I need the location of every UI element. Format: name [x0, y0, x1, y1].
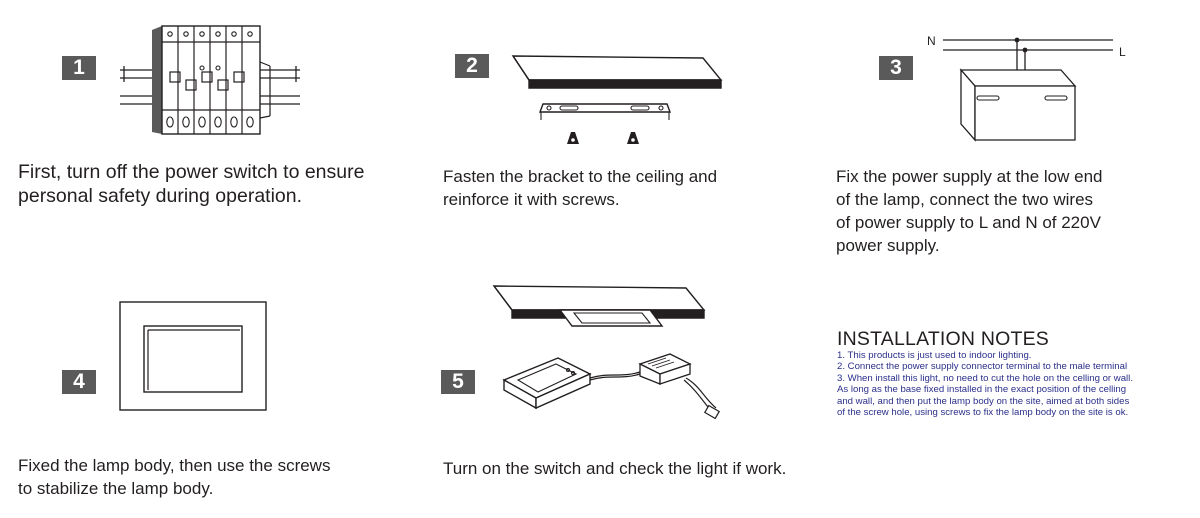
circuit-breaker-icon — [120, 25, 300, 135]
caption-line: Turn on the switch and check the light i… — [443, 459, 787, 478]
caption-line: Fasten the bracket to the ceiling and — [443, 167, 718, 186]
note-line: 1. This products is just used to indoor … — [837, 350, 1032, 361]
caption-line: reinforce it with screws. — [443, 190, 620, 209]
step-2-caption: Fasten the bracket to the ceiling and re… — [443, 165, 717, 211]
step-4-badge: 4 — [62, 370, 96, 394]
live-wire-label: L — [1119, 45, 1126, 59]
note-line: 3. When install this light, no need to c… — [837, 372, 1133, 384]
caption-line: to stabilize the lamp body. — [18, 479, 214, 498]
note-line: of the screw hole, using screws to fix t… — [837, 407, 1129, 419]
caption-line: Fixed the lamp body, then use the screws — [18, 456, 331, 475]
step-3-caption: Fix the power supply at the low end of t… — [836, 165, 1102, 257]
caption-line: of the lamp, connect the two wires — [836, 190, 1094, 209]
note-line: As long as the base fixed installed in t… — [837, 384, 1127, 396]
caption-line: of power supply to L and N of 220V — [836, 213, 1101, 232]
step-2-badge: 2 — [455, 54, 489, 78]
caption-line: personal safety during operation. — [18, 185, 303, 207]
neutral-wire-label: N — [927, 34, 936, 48]
step-5-badge: 5 — [441, 370, 475, 394]
lamp-installed-and-connected-icon — [492, 285, 721, 420]
caption-line: First, turn off the power switch to ensu… — [18, 161, 365, 183]
note-line: 2. Connect the power supply connector te… — [837, 361, 1128, 373]
step-4-caption: Fixed the lamp body, then use the screws… — [18, 454, 330, 500]
square-lamp-body-icon — [119, 301, 267, 411]
step-5-caption: Turn on the switch and check the light i… — [443, 457, 786, 480]
note-line: and wall, and then put the lamp body on … — [837, 395, 1130, 407]
installation-notes: INSTALLATION NOTES 1. This products is j… — [837, 328, 1187, 418]
step-1-caption: First, turn off the power switch to ensu… — [18, 160, 364, 208]
caption-line: power supply. — [836, 236, 940, 255]
step-1-badge: 1 — [62, 56, 96, 80]
step-3-badge: 3 — [879, 56, 913, 80]
ceiling-bracket-icon — [511, 55, 723, 144]
power-supply-wiring-icon: N L — [927, 34, 1126, 142]
caption-line: Fix the power supply at the low end — [836, 167, 1103, 186]
installation-notes-title: INSTALLATION NOTES — [837, 328, 1049, 350]
